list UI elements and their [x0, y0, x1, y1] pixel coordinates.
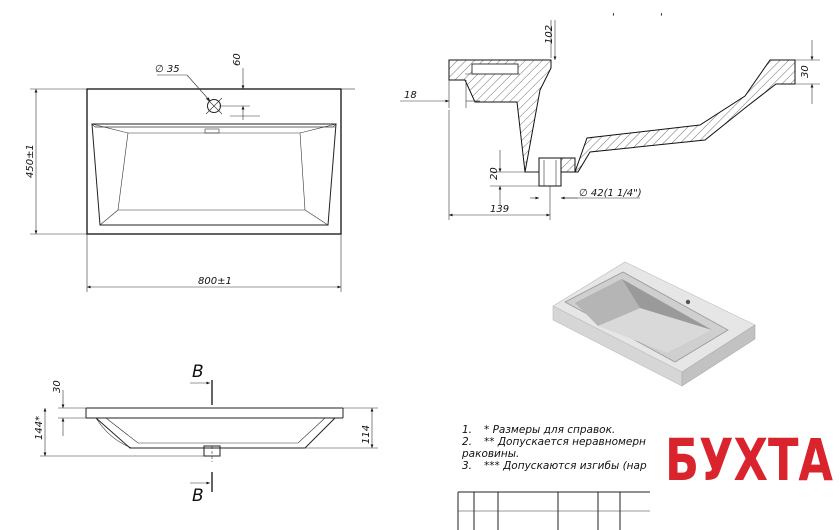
hole-offset-label: 60 — [232, 53, 243, 66]
hole-diameter-label: ∅ 35 — [155, 64, 180, 75]
front-rim-thickness-label: 30 — [52, 380, 63, 393]
note-1: 1.* Размеры для справок. — [462, 424, 616, 436]
front-bowl-height-label: 114 — [361, 425, 372, 444]
front-view: 30 144* 114 B B — [34, 362, 378, 506]
note-2: 2.** Допускается неравномерн — [462, 436, 646, 448]
depth-dim-label: 450±1 — [25, 144, 36, 178]
sink-3d-render — [552, 261, 756, 387]
total-height-label: 102 — [544, 25, 555, 44]
section-view: 102 ' ' 30 18 20 139 ∅ 42(1 1/4") — [400, 12, 820, 220]
notes-block: 1.* Размеры для справок. 2.** Допускаетс… — [462, 424, 652, 472]
svg-text:БУХТА: БУХТА — [665, 426, 833, 494]
note-3: 3.*** Допускаются изгибы (нар — [462, 460, 647, 472]
drain-diameter-label: ∅ 42(1 1/4") — [579, 188, 642, 199]
top-view: ∅ 35 60 450±1 800±1 — [25, 53, 355, 292]
section-mark-bottom: B — [192, 486, 204, 506]
front-total-height-label: 144* — [34, 416, 45, 440]
drain-height-label: 20 — [489, 167, 500, 180]
title-block — [457, 491, 650, 530]
rim-height-label: 30 — [800, 65, 811, 78]
drain-offset-label: 139 — [490, 204, 509, 215]
width-dim-label: 800±1 — [198, 276, 232, 287]
svg-text:': ' — [612, 12, 615, 23]
brand-logo: БУХТА — [663, 424, 835, 497]
svg-text:': ' — [660, 12, 663, 23]
note-2-continued: раковины. — [462, 448, 520, 460]
section-mark-top: B — [192, 362, 204, 382]
left-ledge-label: 18 — [404, 90, 417, 101]
